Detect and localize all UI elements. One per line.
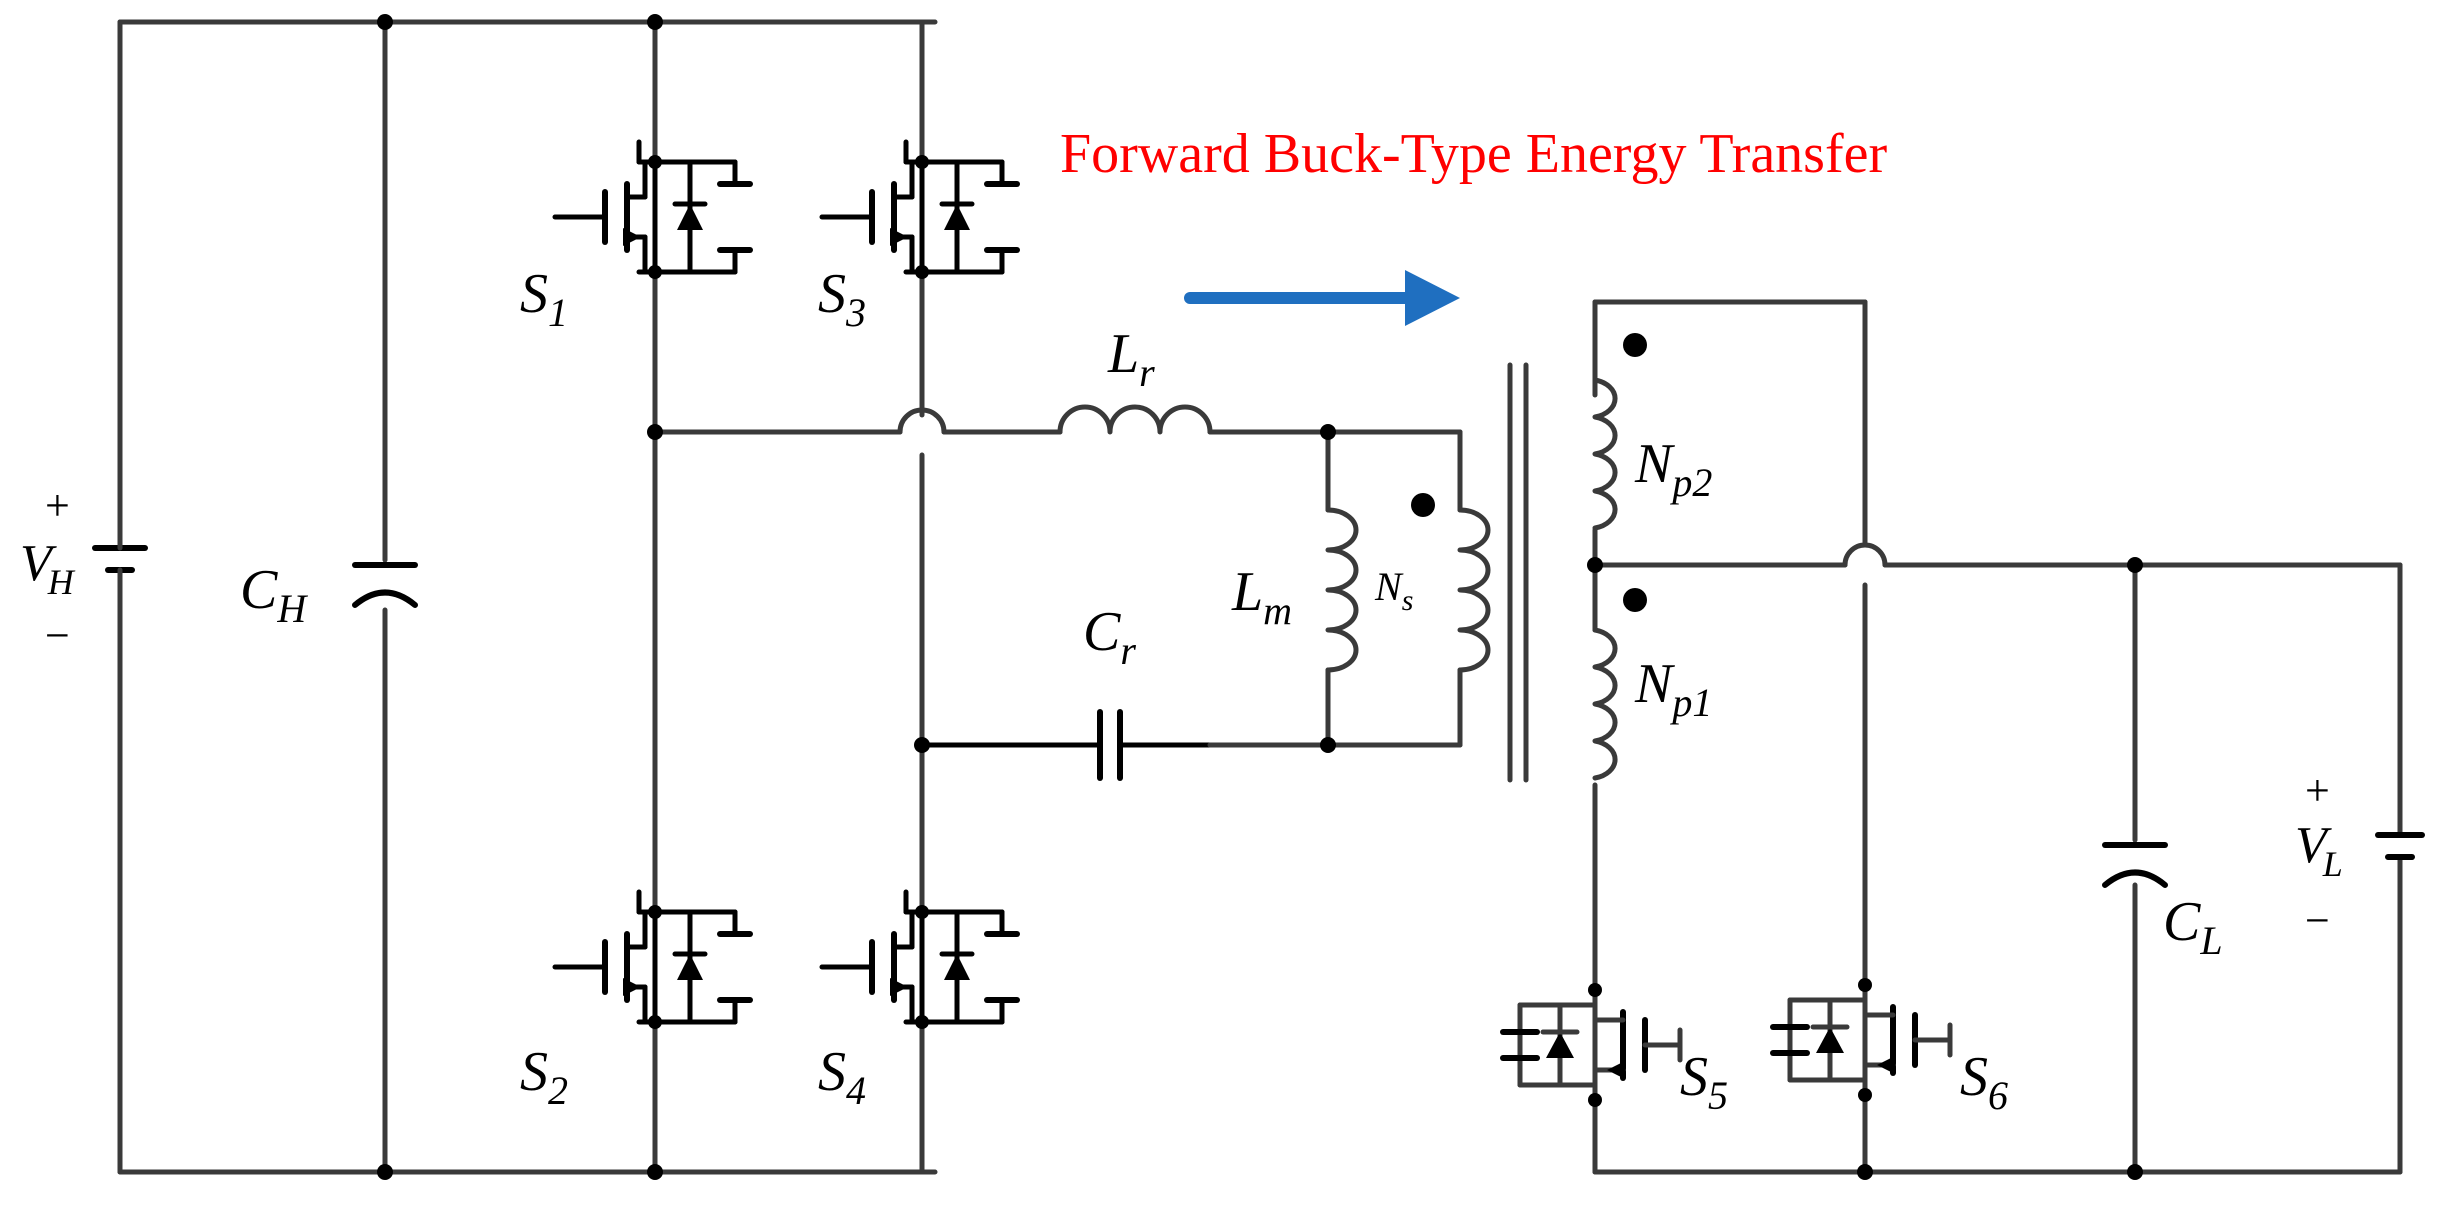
primary-wires [117, 19, 1463, 1175]
lm-label: Lm [1231, 561, 1292, 633]
ch-label: CH [240, 559, 308, 631]
cl-capacitor [2102, 842, 2168, 888]
diagram-title: Forward Buck-Type Energy Transfer [1060, 123, 1887, 185]
ch-capacitor [352, 562, 418, 608]
ns-winding [1411, 493, 1491, 673]
ns-label: Ns [1374, 564, 1413, 617]
vl-battery [2375, 832, 2425, 860]
energy-transfer-arrow [1184, 270, 1460, 326]
vh-plus-label: + [45, 481, 70, 530]
vh-battery [92, 542, 148, 603]
s4-label: S4 [818, 1041, 866, 1113]
junction-dots [377, 14, 2143, 1180]
np1-label: Np1 [1634, 653, 1712, 725]
np1-polarity-dot [1623, 588, 1647, 612]
s2-label: S2 [520, 1041, 568, 1113]
s6-mosfet [1773, 985, 1950, 1095]
cl-label: CL [2163, 891, 2223, 963]
transformer-core [1507, 362, 1529, 783]
s5-label: S5 [1680, 1046, 1728, 1118]
vh-minus-label: − [45, 611, 70, 660]
np1-winding [1592, 588, 1647, 781]
np2-winding [1592, 333, 1647, 531]
lm-inductor [1325, 507, 1359, 673]
lr-label: Lr [1107, 323, 1155, 395]
s1-label: S1 [520, 263, 568, 335]
np2-label: Np2 [1634, 433, 1712, 505]
vl-minus-label: − [2305, 896, 2330, 945]
s6-label: S6 [1960, 1046, 2008, 1118]
vl-label: VL [2295, 817, 2343, 884]
ns-polarity-dot [1411, 493, 1435, 517]
s3-label: S3 [818, 263, 866, 335]
secondary-wires [1592, 299, 2403, 1175]
lr-inductor [1057, 404, 1213, 435]
np2-polarity-dot [1623, 333, 1647, 357]
cr-capacitor [1097, 709, 1123, 781]
vh-label: VH [20, 535, 76, 602]
s5-mosfet [1503, 990, 1680, 1100]
cr-label: Cr [1083, 601, 1136, 673]
vl-plus-label: + [2305, 766, 2330, 815]
